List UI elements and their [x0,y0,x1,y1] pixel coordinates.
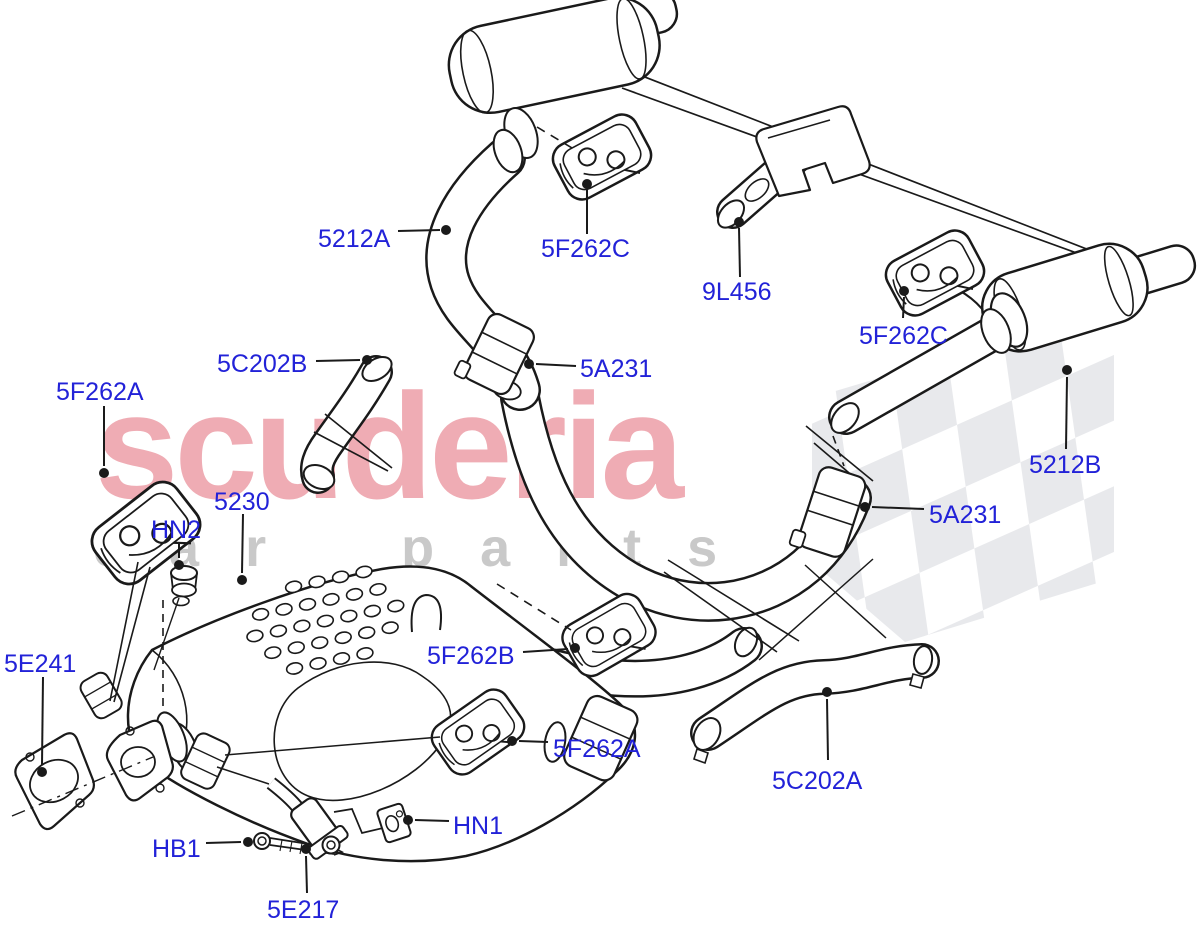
leader-dot-5F262C [899,286,909,296]
leader-dot-5E241 [37,767,47,777]
leader-dot-HB1 [243,837,253,847]
leader-line-5F262A [518,740,549,743]
leader-dot-5F262B [570,643,580,653]
leader-dot-5230 [237,575,247,585]
part-label-5E241[interactable]: 5E241 [4,650,76,678]
part-label-5F262C[interactable]: 5F262C [541,235,630,263]
leader-dot-HN2 [174,560,184,570]
part-label-5F262A[interactable]: 5F262A [553,735,641,763]
leader-dot-5E217 [301,844,311,854]
front-muffler-5212a [447,0,679,174]
leader-dot-5A231 [860,502,870,512]
part-label-5F262A[interactable]: 5F262A [56,378,144,406]
part-label-HN1[interactable]: HN1 [453,812,503,840]
gasket-5e241 [14,732,95,831]
leader-line-HN1 [414,819,450,822]
leader-line-5E217 [305,855,308,894]
leader-line-5212B [1065,376,1068,450]
leader-line-HB1 [205,841,242,844]
part-label-5A231[interactable]: 5A231 [580,355,652,383]
leader-line-5A231 [535,363,577,367]
watermark-brand: scuderia [95,362,686,530]
part-label-HB1[interactable]: HB1 [152,835,201,863]
leader-dot-5F262A [99,468,109,478]
part-label-5F262C[interactable]: 5F262C [859,322,948,350]
leader-line-5C202B [315,359,361,362]
part-label-5212A[interactable]: 5212A [318,225,391,253]
leader-line-5212A [397,229,441,232]
hanger-5f262c-front [546,107,659,209]
clamp-5a231-front [453,312,535,396]
part-label-5E217[interactable]: 5E217 [267,896,339,924]
leader-dot-HN1 [403,815,413,825]
leader-dot-5C202A [822,687,832,697]
leader-dot-5212B [1062,365,1072,375]
part-label-HN2[interactable]: HN2 [151,516,201,544]
part-label-9L456[interactable]: 9L456 [702,278,772,306]
labels-layer: 5212A 5F262C 9L456 5C202B 5A231 5F262A 5230HN2… [4,179,1101,924]
leader-line-9L456 [738,227,741,278]
leader-dot-9L456 [734,217,744,227]
leader-line-5230 [241,513,244,574]
rear-muffler-5212b [944,242,1197,354]
leader-line-5F262C [902,296,905,319]
leader-line-5C202A [826,698,829,761]
leader-dot-5F262C [582,179,592,189]
clamp-5a231-rear [788,466,867,558]
center-muffler-5230 [79,565,639,863]
leader-dot-5C202B [362,355,372,365]
part-label-5212B[interactable]: 5212B [1029,451,1101,479]
part-label-5A231[interactable]: 5A231 [929,501,1001,529]
part-label-5230[interactable]: 5230 [214,488,270,516]
perforations [246,565,405,675]
leader-line-5F262B [522,648,569,653]
construction-lines-front [11,126,887,817]
bracket-9l456 [755,105,871,198]
part-label-5F262B[interactable]: 5F262B [427,642,515,670]
leader-dot-5A231 [524,359,534,369]
hanger-5f262c-rear [879,223,992,325]
leader-line-5E241 [41,676,44,766]
sensor-5e217 [271,783,412,860]
leader-dot-5212A [441,225,451,235]
part-label-5C202B[interactable]: 5C202B [217,350,307,378]
leader-line-5A231 [871,506,925,510]
part-label-5C202A[interactable]: 5C202A [772,767,863,795]
leader-dot-5F262A [507,736,517,746]
